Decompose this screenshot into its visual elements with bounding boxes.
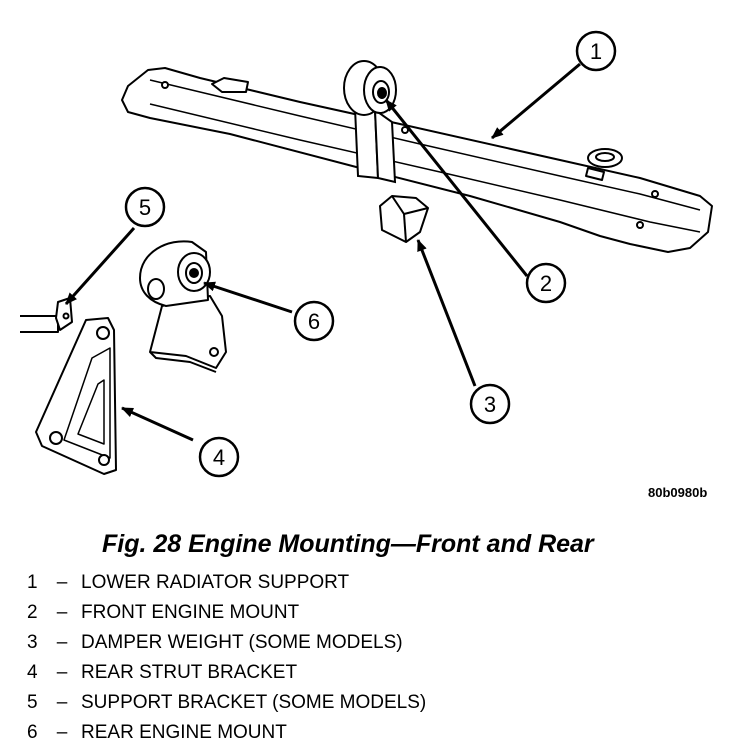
- callout-2: 2: [525, 262, 567, 304]
- legend-label: LOWER RADIATOR SUPPORT: [81, 572, 350, 593]
- support-bracket: [20, 297, 73, 333]
- legend-label: DAMPER WEIGHT (SOME MODELS): [81, 632, 403, 653]
- rear-strut-bracket: [35, 317, 117, 475]
- svg-text:1: 1: [590, 39, 602, 64]
- legend-label: FRONT ENGINE MOUNT: [81, 602, 300, 623]
- leader-arrows: [64, 62, 581, 442]
- legend-label: REAR STRUT BRACKET: [81, 662, 298, 683]
- legend-separator: –: [56, 632, 68, 653]
- legend-separator: –: [56, 602, 68, 623]
- legend-separator: –: [56, 722, 68, 743]
- figure-code: 80b0980b: [648, 485, 708, 500]
- legend-item: 5–SUPPORT BRACKET (SOME MODELS): [27, 688, 426, 718]
- svg-text:5: 5: [139, 195, 151, 220]
- callout-4: 4: [198, 436, 240, 478]
- legend-separator: –: [56, 662, 68, 683]
- legend-separator: –: [56, 692, 68, 713]
- legend-number: 4: [27, 662, 38, 683]
- legend-number: 3: [27, 632, 38, 653]
- damper-weight: [379, 195, 429, 243]
- legend-number: 5: [27, 692, 38, 713]
- callout-1: 1: [575, 30, 617, 72]
- legend-item: 6–REAR ENGINE MOUNT: [27, 718, 426, 748]
- svg-text:6: 6: [308, 309, 320, 334]
- engine-mounting-diagram: 1 2 3 4 5 6: [20, 30, 713, 478]
- figure-caption: Fig. 28 Engine Mounting—Front and Rear: [102, 530, 594, 558]
- legend-label: SUPPORT BRACKET (SOME MODELS): [81, 692, 427, 713]
- legend-number: 1: [27, 572, 38, 593]
- legend-number: 2: [27, 602, 38, 623]
- svg-text:3: 3: [484, 392, 496, 417]
- callout-5: 5: [124, 186, 166, 228]
- callout-6: 6: [293, 300, 335, 342]
- legend-item: 3–DAMPER WEIGHT (SOME MODELS): [27, 628, 426, 658]
- svg-text:2: 2: [540, 271, 552, 296]
- rear-engine-mount: [139, 240, 227, 373]
- callout-3: 3: [469, 383, 511, 425]
- legend-label: REAR ENGINE MOUNT: [81, 722, 287, 743]
- legend-item: 2–FRONT ENGINE MOUNT: [27, 598, 426, 628]
- legend-number: 6: [27, 722, 38, 743]
- legend: 1–LOWER RADIATOR SUPPORT 2–FRONT ENGINE …: [27, 568, 426, 748]
- legend-separator: –: [56, 572, 68, 593]
- legend-item: 1–LOWER RADIATOR SUPPORT: [27, 568, 426, 598]
- legend-item: 4–REAR STRUT BRACKET: [27, 658, 426, 688]
- svg-text:4: 4: [213, 445, 225, 470]
- lower-radiator-support: [121, 67, 713, 253]
